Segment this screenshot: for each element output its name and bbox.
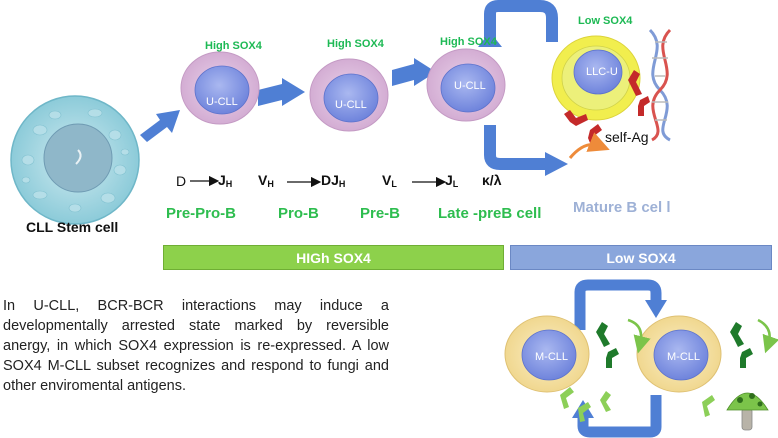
- ucll-label-1: U-CLL: [206, 96, 238, 108]
- mcll-loop-bottom: [577, 395, 662, 438]
- gene-jl: JL: [445, 172, 459, 189]
- stage-pro-b: Pro-B: [278, 205, 319, 222]
- self-ag-label: self-Ag: [605, 129, 649, 145]
- gene-jh: JH: [218, 172, 233, 189]
- ucll-label-3: U-CLL: [454, 80, 486, 92]
- mcll-label-2: M-CLL: [667, 351, 701, 363]
- stage-mature-b: Mature B cel l: [573, 199, 671, 216]
- sox-label-high-1: High SOX4: [205, 40, 262, 52]
- progression-arrows: [140, 58, 436, 142]
- mcll-loop-top-head: [645, 300, 667, 318]
- green-receptor-icons: [596, 322, 753, 368]
- high-sox4-bar: HIGh SOX4: [163, 245, 504, 270]
- green-curve-1: [627, 318, 651, 354]
- mcll-label-1: M-CLL: [535, 351, 569, 363]
- gene-vh: VH: [258, 172, 274, 189]
- stem-cell: [10, 95, 140, 225]
- dna-helix-icon: [648, 28, 672, 142]
- low-sox4-bar: Low SOX4: [510, 245, 772, 270]
- feedback-arrow-bottom: [484, 125, 548, 170]
- stage-late-pre-b: Late -preB cell: [438, 205, 542, 222]
- ucll-cell-2: [309, 58, 389, 132]
- sox-label-low: Low SOX4: [578, 15, 633, 27]
- green-curve-2: [757, 318, 778, 354]
- gene-d: D: [176, 173, 187, 189]
- sox-label-high-3: High SOX4: [440, 36, 497, 48]
- mcll-cell-1: [504, 315, 590, 393]
- rearrangement-arrows: [190, 175, 447, 188]
- ucll-label-2: U-CLL: [335, 99, 367, 111]
- stage-pre-pro-b: Pre-Pro-B: [166, 205, 237, 222]
- mcll-loop-top: [574, 279, 662, 330]
- feedback-arrow-top-head: [478, 32, 502, 47]
- stem-cell-label: CLL Stem cell: [26, 219, 119, 235]
- feedback-arrow-top: [484, 0, 558, 45]
- light-green-ag-icons: [560, 387, 715, 422]
- feedback-arrow-bottom-head: [545, 152, 568, 176]
- stage-pre-b: Pre-B: [360, 205, 401, 222]
- ucll-cell-3: [426, 48, 506, 122]
- mushroom-icon: [726, 392, 769, 431]
- gene-kappa-lambda: κ/λ: [482, 172, 502, 188]
- self-ag-arrow: [568, 132, 610, 159]
- llcu-cell: [551, 35, 641, 121]
- caption-text: In U-CLL, BCR-BCR interactions may induc…: [3, 298, 389, 394]
- gene-djh: DJH: [321, 172, 346, 189]
- mcll-cell-2: [636, 315, 722, 393]
- llcu-label: LLC-U: [586, 66, 618, 78]
- gene-vl: VL: [382, 172, 397, 189]
- sox-label-high-2: High SOX4: [327, 38, 384, 50]
- ucll-cell-1: [180, 51, 260, 125]
